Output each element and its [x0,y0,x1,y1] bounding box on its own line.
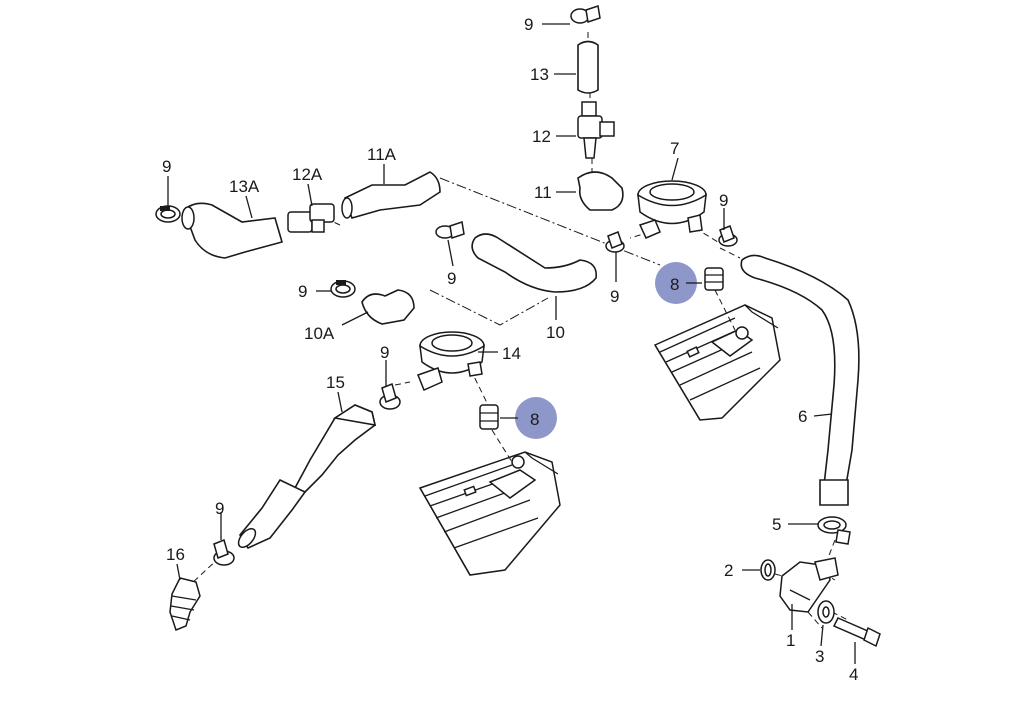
label-3: 3 [815,647,824,666]
label-10A: 10A [304,324,335,343]
label-10: 10 [546,323,565,342]
label-11A: 11A [367,145,397,164]
valve-cover-left [418,451,561,576]
o-ring-2 [760,559,776,581]
label-9-left: 9 [380,343,389,362]
clamp-9-10A [330,280,356,298]
label-2: 2 [724,561,733,580]
label-4: 4 [849,665,858,684]
grommet-8-left [479,404,499,430]
label-9-mid: 9 [447,269,456,288]
label-9-bottom: 9 [215,499,224,518]
label-5: 5 [772,515,781,534]
label-9-13A: 9 [162,157,171,176]
leader-lines [167,23,856,664]
label-13A: 13A [229,177,260,196]
hose-11A [341,171,441,219]
grommet-8-right [704,267,724,291]
label-7: 7 [670,139,679,158]
label-13: 13 [530,65,549,84]
label-6: 6 [798,407,807,426]
clamp-9-mid [435,221,465,239]
clamp-5 [817,516,851,545]
clamp-9-top [570,5,601,24]
valve-cover-right [653,304,781,421]
valve-12A [287,203,335,233]
pressure-valve-7 [637,180,707,239]
connector-1 [779,557,839,613]
part-labels: 9 13 12 11 7 9 8 9 10 9 9 10A 11A 12A 13… [162,15,858,684]
hose-6 [740,254,860,506]
hose-10 [471,233,597,293]
hose-13 [577,40,599,94]
label-12A: 12A [292,165,323,184]
washer-3 [817,600,835,624]
label-11: 11 [534,183,552,202]
valve-12 [577,101,615,159]
label-9-10A: 9 [298,282,307,301]
highlight-8-right [655,262,697,304]
clamp-9-right-b [718,225,738,247]
highlight-8-left [515,397,557,439]
label-8-left: 8 [530,410,539,429]
bolt-4 [832,617,881,648]
connector-16 [169,577,201,631]
clamp-9-right-a [605,231,625,253]
label-9-right-b: 9 [719,191,728,210]
clamp-9-13A [155,205,181,223]
clamp-9-bottom [213,538,235,566]
hose-15 [237,404,377,550]
label-1: 1 [786,631,795,650]
pressure-valve-14 [417,331,485,392]
hose-11 [577,171,624,211]
label-8-right: 8 [670,275,679,294]
label-9-right-a: 9 [610,287,619,306]
label-15: 15 [326,373,345,392]
label-14: 14 [502,344,521,363]
label-16: 16 [166,545,185,564]
label-9-top: 9 [524,15,533,34]
hose-13A [181,202,283,259]
clamp-9-left [379,382,401,410]
hose-10A [361,289,415,325]
label-12: 12 [532,127,551,146]
